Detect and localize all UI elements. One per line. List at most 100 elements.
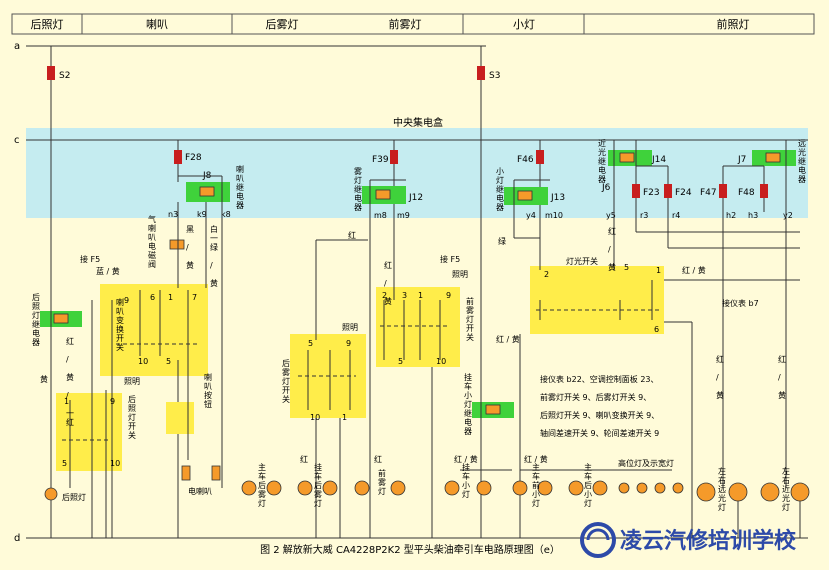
- svg-text:接仪表 b22、空调控制面板 23、: 接仪表 b22、空调控制面板 23、: [540, 374, 659, 384]
- svg-text:6: 6: [654, 325, 659, 334]
- relay-j14: J14: [651, 155, 666, 165]
- svg-text:红: 红: [300, 454, 308, 464]
- relay-j6: J6: [601, 183, 611, 193]
- label-jie-f5a: 接 F5: [80, 254, 100, 264]
- svg-text:9: 9: [346, 339, 351, 348]
- fuse-f47: F47: [700, 188, 717, 198]
- pin-labels: n3 k9 k8 m8 m9 y4 m10 y5 r3 r4 h2 h3 y2: [168, 210, 793, 220]
- svg-text:10: 10: [110, 459, 120, 468]
- label-light-switch: 灯光开关: [566, 256, 598, 266]
- svg-text:5: 5: [398, 357, 403, 366]
- fuse-f46: F46: [517, 155, 534, 165]
- svg-text:红 / 黄: 红 / 黄: [496, 334, 520, 344]
- component-labels: 气喇叭电磁阀 喇叭变换开关 喇叭按钮 电喇叭 后雾灯开关 前雾灯开关 后照灯开关…: [62, 214, 790, 512]
- svg-text:2: 2: [382, 291, 387, 300]
- wiring: [50, 46, 801, 538]
- label-qi-horn: 气喇叭电磁阀: [148, 214, 156, 269]
- central-box: [26, 128, 808, 218]
- relay-j13: J13: [550, 193, 565, 203]
- svg-text:红 / 黄: 红 / 黄: [608, 226, 616, 272]
- svg-text:9: 9: [446, 291, 451, 300]
- svg-text:红 / 黄: 红 / 黄: [778, 354, 786, 400]
- central-box-label: 中央集电盒: [393, 116, 443, 129]
- label-left-far: 左右远光灯: [718, 466, 726, 512]
- name-small-relay: 小灯继电器: [496, 167, 504, 212]
- svg-text:2: 2: [544, 270, 549, 279]
- horn-button-block: [166, 402, 194, 434]
- label-front-fog-lamp: 前雾灯: [378, 468, 386, 496]
- svg-text:1: 1: [656, 266, 661, 275]
- name-trailer-relay: 挂车小灯继电器: [464, 372, 472, 436]
- watermark: 凌云汽修培训学校: [580, 522, 797, 558]
- pin-numbers: 9 6 1 7 10 5 1 9 5 10 5 9 10 1 2 3 1 9 5…: [62, 263, 661, 468]
- lamp-rear-light: [44, 487, 58, 501]
- svg-text:6: 6: [150, 293, 155, 302]
- label-jie-b7: 接仪表 b7: [722, 298, 759, 308]
- label-gaowei: 高位灯及示宽灯: [618, 458, 674, 468]
- label-rear-fog-lamp: 主车后雾灯: [258, 462, 266, 508]
- svg-text:m10: m10: [545, 211, 563, 220]
- rail-d-label: d: [14, 533, 20, 544]
- svg-text:轴间差速开关 9、轮间差速开关 9: 轴间差速开关 9、轮间差速开关 9: [540, 428, 659, 438]
- svg-text:1: 1: [168, 293, 173, 302]
- svg-text:5: 5: [62, 459, 67, 468]
- svg-text:1: 1: [418, 291, 423, 300]
- label-rear-fog-switch: 后雾灯开关: [282, 358, 290, 404]
- svg-text:1: 1: [64, 397, 69, 406]
- fuse-s2: S2: [59, 71, 70, 81]
- svg-text:7: 7: [192, 293, 197, 302]
- svg-text:黑 / 黄: 黑 / 黄: [186, 225, 194, 270]
- svg-text:红 / 黄: 红 / 黄: [454, 454, 478, 464]
- name-near-relay: 近光继电器: [598, 138, 606, 184]
- label-horn-switch: 喇叭变换开关: [116, 297, 124, 352]
- svg-text:后照灯开关 9、喇叭变换开关 9、: 后照灯开关 9、喇叭变换开关 9、: [540, 410, 659, 420]
- relay-vertical-names: 喇叭继电器 雾灯继电器 小灯继电器 近光继电器 远光继电器 后照灯继电器 挂车小…: [32, 138, 806, 436]
- svg-text:h3: h3: [748, 211, 758, 220]
- svg-text:k9: k9: [197, 210, 207, 219]
- svg-text:黄: 黄: [40, 374, 48, 384]
- header-row: 后照灯 喇叭 后雾灯 前雾灯 小灯 前照灯: [11, 13, 815, 35]
- svg-text:m9: m9: [397, 211, 410, 220]
- fuse-f28: F28: [185, 153, 202, 163]
- svg-text:h2: h2: [726, 211, 736, 220]
- label-trailer-fog-lamp: 挂车后雾灯: [314, 462, 322, 508]
- svg-text:10: 10: [436, 357, 446, 366]
- svg-text:红 / 黄: 红 / 黄: [716, 354, 724, 400]
- label-rear-light-switch: 后照灯开关: [128, 394, 136, 440]
- label-front-fog-switch: 前雾灯开关: [466, 296, 474, 342]
- switch-blocks: [56, 266, 664, 471]
- svg-text:1: 1: [342, 413, 347, 422]
- relay-j7: J7: [737, 155, 746, 165]
- svg-text:红 / 黄 / 一红: 红 / 黄 / 一红: [66, 336, 74, 427]
- name-rear-relay: 后照灯继电器: [32, 292, 40, 347]
- wire-labels: 红 绿 红 / 黄 蓝 / 黄 红 / 黄 红 红 红 / 黄 红 / 黄 黄 …: [40, 224, 786, 464]
- rear-light-switch-block: [56, 393, 122, 471]
- header-front-fog: 前雾灯: [389, 17, 422, 31]
- svg-text:3: 3: [402, 291, 407, 300]
- svg-text:n3: n3: [168, 210, 178, 219]
- label-elec-horn: 电喇叭: [188, 486, 212, 496]
- label-main-rear-small: 主车后小灯: [584, 462, 592, 508]
- svg-text:10: 10: [138, 357, 148, 366]
- svg-text:5: 5: [166, 357, 171, 366]
- label-zhaoming-2: 照明: [342, 323, 358, 332]
- svg-text:r4: r4: [672, 211, 680, 220]
- label-rear-lamp: 后照灯: [62, 492, 86, 502]
- light-switch-block: [530, 266, 664, 334]
- horn-switch-block: [100, 284, 208, 376]
- label-jie-f5b: 接 F5: [440, 254, 460, 264]
- notes-block: 接仪表 b22、空调控制面板 23、 前雾灯开关 9、后雾灯开关 9、 后照灯开…: [540, 374, 659, 438]
- svg-text:5: 5: [308, 339, 313, 348]
- fuse-f23: F23: [643, 188, 660, 198]
- svg-text:红: 红: [374, 454, 382, 464]
- name-far-relay: 远光继电器: [798, 139, 806, 184]
- caption: 图 2 解放新大威 CA4228P2K2 型平头柴油牵引车电路原理图（e）: [260, 543, 560, 556]
- watermark-text: 凌云汽修培训学校: [620, 528, 797, 554]
- fuses: [47, 66, 768, 198]
- svg-text:5: 5: [624, 263, 629, 272]
- fuse-f39: F39: [372, 155, 389, 165]
- svg-text:前雾灯开关 9、后雾灯开关 9、: 前雾灯开关 9、后雾灯开关 9、: [540, 392, 651, 402]
- header-rear-fog: 后雾灯: [266, 18, 299, 31]
